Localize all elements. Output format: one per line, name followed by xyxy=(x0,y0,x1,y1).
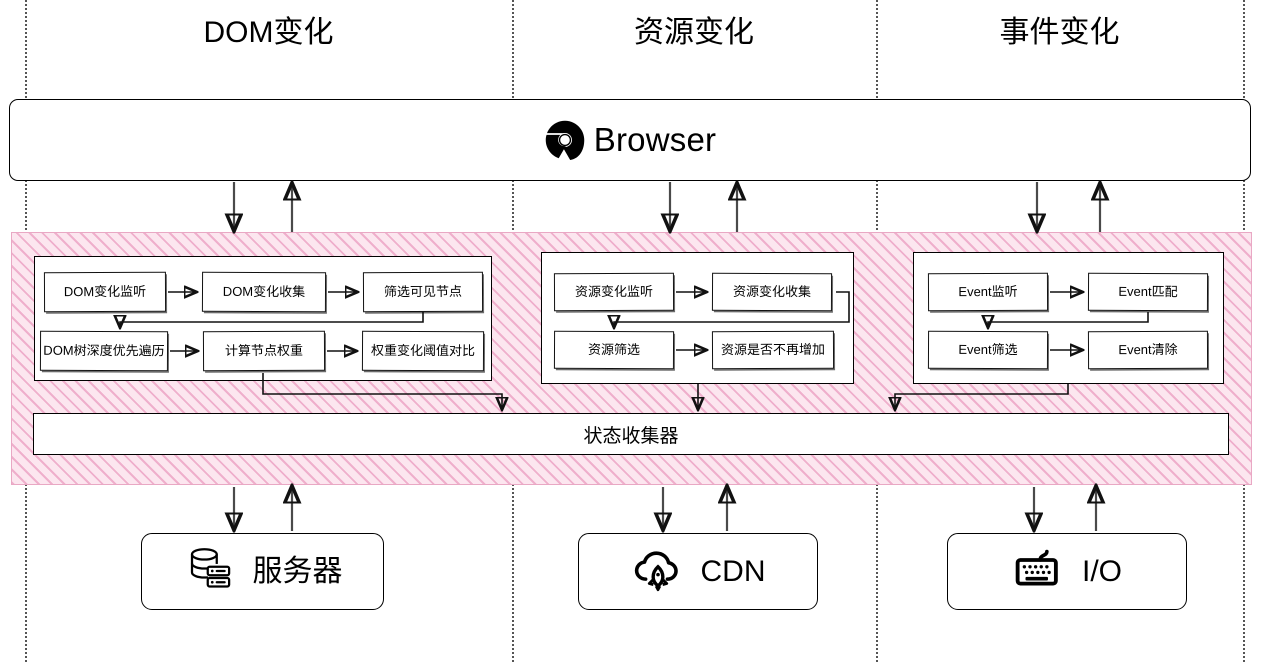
node-label: 计算节点权重 xyxy=(224,342,304,359)
node-label: 筛选可见节点 xyxy=(383,283,463,300)
node-res-listen[interactable]: 资源变化监听 xyxy=(553,272,675,312)
node-evt-filter[interactable]: Event筛选 xyxy=(927,330,1049,370)
node-evt-match[interactable]: Event匹配 xyxy=(1087,272,1209,312)
endpoint-io[interactable]: I/O xyxy=(947,533,1187,610)
node-dom-filter[interactable]: 筛选可见节点 xyxy=(362,271,484,313)
node-evt-clear[interactable]: Event清除 xyxy=(1087,330,1209,370)
state-collector-bar[interactable]: 状态收集器 xyxy=(33,413,1229,455)
node-label: DOM变化监听 xyxy=(63,283,147,300)
node-label: 权重变化阈值对比 xyxy=(370,342,476,359)
node-dom-listen[interactable]: DOM变化监听 xyxy=(43,271,167,313)
browser-bar[interactable]: Browser xyxy=(9,99,1251,181)
node-res-stable[interactable]: 资源是否不再增加 xyxy=(711,330,835,370)
endpoint-label: 服务器 xyxy=(252,554,343,588)
node-dom-collect[interactable]: DOM变化收集 xyxy=(201,271,327,313)
node-label: 资源变化收集 xyxy=(732,283,812,300)
chrome-icon xyxy=(544,119,586,161)
endpoint-server[interactable]: 服务器 xyxy=(141,533,384,610)
node-label: Event匹配 xyxy=(1118,283,1178,300)
node-label: Event监听 xyxy=(958,283,1018,300)
node-label: DOM变化收集 xyxy=(222,283,306,300)
state-collector-label: 状态收集器 xyxy=(583,425,679,447)
browser-bar-content: Browser xyxy=(10,100,1250,180)
endpoint-cdn[interactable]: CDN xyxy=(578,533,818,610)
node-res-filter[interactable]: 资源筛选 xyxy=(553,330,675,370)
node-dom-compare[interactable]: 权重变化阈值对比 xyxy=(361,330,485,372)
node-label: Event筛选 xyxy=(958,341,1018,358)
node-res-collect[interactable]: 资源变化收集 xyxy=(711,272,833,312)
column-title-dom: DOM变化 xyxy=(203,16,334,49)
column-title-event: 事件变化 xyxy=(999,16,1120,49)
node-label: Event清除 xyxy=(1118,341,1178,358)
node-label: 资源是否不再增加 xyxy=(720,341,826,358)
node-evt-listen[interactable]: Event监听 xyxy=(927,272,1049,312)
node-dom-traverse[interactable]: DOM树深度优先遍历 xyxy=(39,330,169,372)
column-title-resource: 资源变化 xyxy=(634,16,754,49)
browser-label: Browser xyxy=(593,121,717,158)
keyboard-icon xyxy=(1012,542,1066,601)
node-dom-weight[interactable]: 计算节点权重 xyxy=(202,330,326,372)
cloud-rocket-icon xyxy=(631,542,685,601)
node-label: DOM树深度优先遍历 xyxy=(43,342,165,359)
endpoint-label: I/O xyxy=(1081,554,1122,588)
endpoint-label: CDN xyxy=(700,554,766,588)
database-server-icon xyxy=(183,542,237,601)
node-label: 资源筛选 xyxy=(587,341,641,358)
node-label: 资源变化监听 xyxy=(574,283,654,300)
